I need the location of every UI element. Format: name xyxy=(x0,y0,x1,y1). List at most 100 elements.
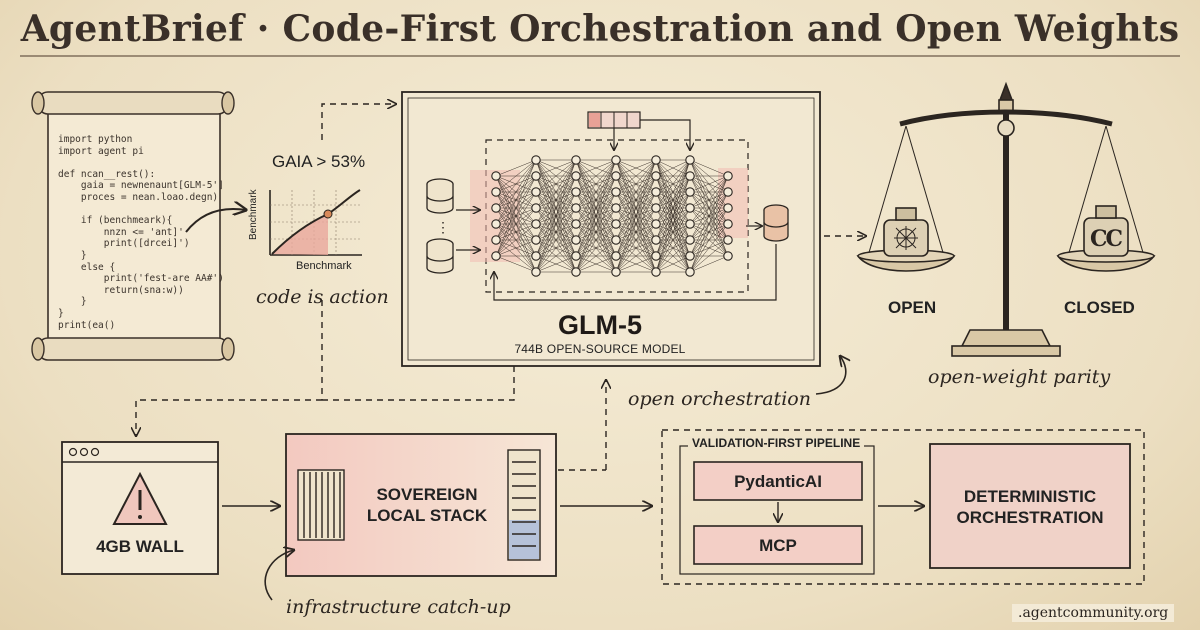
nn-node xyxy=(685,267,695,277)
nn-edge xyxy=(689,255,729,273)
nn-node xyxy=(651,187,661,197)
nn-edge xyxy=(615,159,657,209)
nn-node xyxy=(491,251,501,261)
code-line: } xyxy=(58,307,64,319)
nn-edge xyxy=(495,159,537,257)
nn-edge xyxy=(655,207,691,273)
nn-edge xyxy=(495,175,537,257)
nn-node xyxy=(685,155,695,165)
code-line xyxy=(58,204,228,216)
nn-node xyxy=(685,187,695,197)
nn-edge xyxy=(535,207,577,273)
nn-node xyxy=(723,235,733,245)
open-weight-network-glyph xyxy=(894,226,918,250)
neural-network xyxy=(491,155,733,277)
nn-node xyxy=(571,171,581,181)
nn-node xyxy=(571,251,581,261)
nn-edge xyxy=(575,159,617,273)
nn-node xyxy=(611,219,621,229)
balance-scale xyxy=(856,81,1156,357)
nn-node xyxy=(611,203,621,213)
nn-edge xyxy=(575,159,617,177)
nn-node xyxy=(531,187,541,197)
nn-node xyxy=(651,171,661,181)
nn-edge xyxy=(495,255,537,273)
nn-edge xyxy=(495,159,537,209)
nn-edge xyxy=(655,159,691,273)
nn-node xyxy=(651,155,661,165)
nn-edge xyxy=(655,159,691,225)
nn-edge xyxy=(615,191,657,273)
code-line: import python xyxy=(58,134,133,145)
code-line: return(sna:w)) xyxy=(58,284,184,296)
gaia-headline: GAIA > 53% xyxy=(272,152,366,171)
nn-edge xyxy=(689,191,729,273)
page-title: AgentBrief · Code-First Orchestration an… xyxy=(20,8,1180,50)
nn-node xyxy=(723,219,733,229)
nn-edge xyxy=(655,159,691,257)
scale-closed-label: CLOSED xyxy=(1064,298,1135,317)
nn-node xyxy=(611,251,621,261)
nn-node xyxy=(651,251,661,261)
nn-node xyxy=(531,251,541,261)
nn-edge xyxy=(495,223,537,257)
nn-edge xyxy=(655,159,691,193)
nn-edge xyxy=(689,239,729,273)
nn-node xyxy=(685,171,695,181)
nn-edge xyxy=(575,175,617,273)
sovereign-stack-box xyxy=(285,433,557,577)
nn-node xyxy=(611,155,621,165)
nn-edge xyxy=(615,175,657,273)
nn-edge xyxy=(575,255,617,273)
nn-node xyxy=(531,155,541,165)
glm5-model-box: ⋮ xyxy=(401,91,821,367)
nn-edge xyxy=(495,191,537,257)
nn-edge xyxy=(615,159,657,273)
nn-edge xyxy=(495,207,537,257)
code-line: import agent pi xyxy=(58,145,144,157)
wall-label: 4GB WALL xyxy=(96,537,184,556)
nn-edge xyxy=(655,175,691,273)
nn-node xyxy=(685,251,695,261)
pipeline-title: VALIDATION-FIRST PIPELINE xyxy=(688,436,865,450)
code-line: proces = nean.loao.degn) xyxy=(58,191,219,203)
nn-edge xyxy=(535,191,577,273)
nn-node xyxy=(571,155,581,165)
nn-node xyxy=(611,235,621,245)
nn-edge xyxy=(615,159,657,177)
pipeline-step-pydanticai: PydanticAI xyxy=(734,472,822,491)
code-line: nnzn <= 'ant]' xyxy=(58,226,184,238)
footer-domain: .agentcommunity.org xyxy=(1012,604,1175,622)
nn-edge xyxy=(575,159,617,193)
code-line: def ncan__rest(): xyxy=(58,168,156,180)
code-line: } xyxy=(58,296,87,308)
nn-edge xyxy=(615,159,657,241)
nn-edge xyxy=(535,175,577,273)
nn-edge xyxy=(535,159,577,225)
code-line: else { xyxy=(58,261,116,273)
nn-edge xyxy=(575,223,617,273)
orchestration-label: DETERMINISTIC ORCHESTRATION xyxy=(930,486,1130,528)
model-name: GLM-5 xyxy=(558,310,642,340)
nn-node xyxy=(611,187,621,197)
nn-edge xyxy=(575,239,617,273)
nn-node xyxy=(491,235,501,245)
nn-edge xyxy=(615,207,657,273)
nn-edge xyxy=(535,159,577,177)
nn-edge xyxy=(535,159,577,193)
nn-edge xyxy=(615,159,657,193)
nn-edge xyxy=(535,159,577,257)
nn-edge xyxy=(655,159,691,177)
nn-node xyxy=(571,235,581,245)
nn-node xyxy=(685,235,695,245)
nn-edge xyxy=(689,223,729,273)
annotation-code-is-action: code is action xyxy=(256,286,389,308)
nn-edge xyxy=(575,159,617,209)
orchestration-label-line1: DETERMINISTIC xyxy=(963,487,1097,506)
dashed-arrow-to-wall xyxy=(136,399,322,436)
nn-node xyxy=(723,203,733,213)
nn-edge xyxy=(655,255,691,273)
nn-node xyxy=(491,219,501,229)
